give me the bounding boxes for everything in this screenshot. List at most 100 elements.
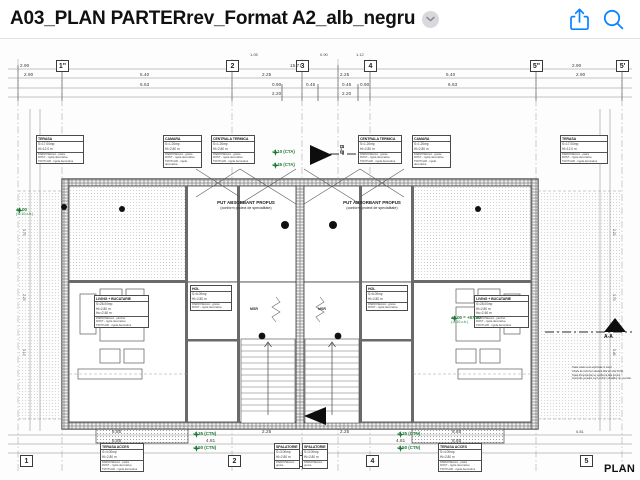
dimension-text: 2.20 [612, 229, 616, 236]
dimension-text: 1.12 [356, 52, 364, 57]
dimension-text: 2.25 [262, 429, 272, 434]
room-name: LIVING + BUCATARIE [95, 296, 148, 303]
room-tag[interactable]: CAMARA S=1.20mp Hl=2.80 m PARDOSEALA - g… [163, 135, 202, 168]
room-area: S=28.00mp [96, 302, 113, 307]
room-finish: PARDOSEALA - parchet ROST - rigola decor… [96, 316, 132, 327]
dimension-text: 0.90 [320, 52, 328, 57]
page-title: A03_PLAN PARTERrev_Format A2_alb_negru [10, 8, 416, 29]
room-area: S=1.20mp [414, 142, 429, 147]
share-button[interactable] [562, 4, 596, 34]
room-height: Hl=2.80 m [213, 146, 228, 151]
dimension-text: 6.85 [112, 429, 122, 434]
room-name: LIVING + BUCATARIE [475, 296, 528, 303]
elevation-star-icon [451, 315, 458, 322]
grid-bubble-bottom[interactable]: 1 [20, 455, 33, 467]
room-height: Hl=2.80 m [192, 296, 207, 301]
grid-bubble-top[interactable]: 4 [364, 60, 377, 72]
document-header: A03_PLAN PARTERrev_Format A2_alb_negru [0, 0, 640, 38]
elevation-marker: ±0.00 = +87.00 (-0.10 c.b.) [451, 315, 481, 324]
chevron-down-icon[interactable] [422, 10, 440, 28]
dimension-text: 0.81 [576, 429, 584, 434]
dimension-text: 6.85 [452, 438, 462, 443]
room-tag[interactable]: TERASA ACCES S=4.00mp Hl=2.80 m PARDOSEA… [438, 443, 482, 473]
section-label-bb: B-B [338, 145, 344, 154]
room-tag[interactable]: LIVING + BUCATARIE S=28.00mp Hl=2.80 m H… [94, 295, 149, 329]
dimension-text: 5.40 [446, 72, 456, 77]
room-name: TERASA ACCES [439, 444, 481, 451]
room-finish: PARDOSEALA - gresie ROST - rigola decora… [414, 152, 444, 167]
put-absorbant-note: PUT ABSORBANT PROPUS (conform proiect de… [217, 200, 275, 210]
dimension-text: 3.70 [612, 294, 616, 301]
grid-bubble-bottom[interactable]: 2 [228, 455, 241, 467]
dimension-text: 0.45 [342, 82, 352, 87]
elevation-star-icon [397, 431, 404, 438]
dimension-text: 4.81 [206, 438, 216, 443]
grid-bubble-bottom[interactable]: 4 [366, 455, 379, 467]
room-area: S=17.00mp [38, 142, 55, 147]
grid-bubble-top[interactable]: 1" [56, 60, 69, 72]
floor-plan-drawing[interactable]: 1" 2 3 4 5" 5' 1 2 3 4 5 2.90 15.71 2.90… [0, 39, 640, 480]
grid-bubble-top[interactable]: 3 [296, 60, 309, 72]
dimension-text: 15.71 [290, 63, 302, 68]
elevation-star-icon [16, 207, 23, 214]
dimension-text: 0.90 [272, 82, 282, 87]
dimension-text: 1.05 [250, 52, 258, 57]
room-tag[interactable]: TERASA S=17.00mp Hl=12.0 m PARDOSEALA - … [36, 135, 84, 165]
room-height: Hl=2.80 m [368, 296, 383, 301]
grid-bubble-top[interactable]: 2 [226, 60, 239, 72]
room-finish: PARDOSEALA - gresie ROST - rigola decora… [360, 152, 396, 163]
room-area: S=4.00mp [102, 450, 117, 455]
elevation-value: -0.35 (CTN) [397, 431, 421, 436]
room-height: Hl=12.0 m [562, 146, 577, 151]
dimension-text: 2.25 [340, 429, 350, 434]
room-finish: PARDOSEALA - gresie ROST - rigola decora… [368, 302, 398, 310]
room-tag[interactable]: TERASA S=17.00mp Hl=12.0 m PARDOSEALA - … [560, 135, 608, 165]
room-tag[interactable]: TERASA ACCES S=4.00mp Hl=2.80 m PARDOSEA… [100, 443, 144, 473]
room-tag[interactable]: HOL S=6.00mp Hl=2.80 m PARDOSEALA - gres… [190, 285, 232, 311]
room-name: CAMARA [413, 136, 450, 143]
room-tag[interactable]: CENTRALA TERMICA S=1.20mp Hl=2.80 m PARD… [358, 135, 402, 165]
dimension-text: 2.20 [342, 91, 352, 96]
room-height: Hl=2.80 m [96, 306, 111, 311]
room-height: Hl=2.80 m [476, 306, 491, 311]
room-tag[interactable]: SPALATORIE S=3.00mp Hl=2.80 m PARDOSEALA… [274, 443, 300, 469]
room-area: S=4.00mp [440, 450, 455, 455]
room-height-usable: Hu=2.60 m [96, 311, 112, 316]
room-tag[interactable]: HOL S=6.00mp Hl=2.80 m PARDOSEALA - gres… [366, 285, 408, 311]
search-button[interactable] [596, 4, 630, 34]
dimension-text: 6.63 [448, 82, 458, 87]
share-icon [569, 8, 589, 30]
room-tag[interactable]: CENTRALA TERMICA S=1.20mp Hl=2.80 m PARD… [211, 135, 255, 165]
room-finish: PARDOSEALA - parchet ROST - rigola decor… [476, 316, 512, 327]
room-height: Hl=2.80 m [102, 454, 117, 459]
section-label-aa: A-A [604, 334, 613, 340]
room-name: CENTRALA TERMICA [359, 136, 401, 143]
room-finish: PARDOSEALA - gresie ROST - rigola decora… [192, 302, 222, 310]
room-height: Hl=12.0 m [38, 146, 53, 151]
room-finish: PARDOSEALA - gresie [304, 460, 324, 468]
room-area: S=1.20mp [165, 142, 180, 147]
dimension-text: 2.90 [576, 72, 586, 77]
dimension-text: 5.40 [612, 349, 616, 356]
grid-bubble-top[interactable]: 5' [616, 60, 629, 72]
room-name: SPALATORIE [303, 444, 327, 451]
room-area: S=6.00mp [192, 292, 207, 297]
elevation-marker: ±0.00 (-0.10 c.b.) [16, 207, 33, 216]
room-tag[interactable]: SPALATORIE S=3.00mp Hl=2.80 m PARDOSEALA… [302, 443, 328, 469]
dimension-text: 3.10 [22, 349, 26, 356]
grid-bubble-bottom[interactable]: 5 [580, 455, 593, 467]
room-height: Hl=2.80 m [414, 146, 429, 151]
room-tag[interactable]: LIVING + BUCATARIE S=28.00mp Hl=2.80 m H… [474, 295, 529, 329]
grid-bubble-top[interactable]: 5" [530, 60, 543, 72]
elevation-value: ±0.00 (-0.10 c.b.) [16, 207, 34, 217]
room-area: S=3.00mp [276, 450, 291, 455]
elevation-value: -0.10 (CTA) [272, 149, 295, 154]
plan-linework [8, 59, 632, 471]
room-height: Hl=2.80 m [440, 454, 455, 459]
dimension-text: 0.90 [360, 82, 370, 87]
room-label-msr: MSR [250, 307, 258, 311]
elevation-marker: -0.50 (CTN) [193, 445, 216, 452]
room-height: Hl=2.80 m [276, 454, 291, 459]
room-name: TERASA [561, 136, 607, 143]
room-tag[interactable]: CAMARA S=1.20mp Hl=2.80 m PARDOSEALA - g… [412, 135, 451, 168]
